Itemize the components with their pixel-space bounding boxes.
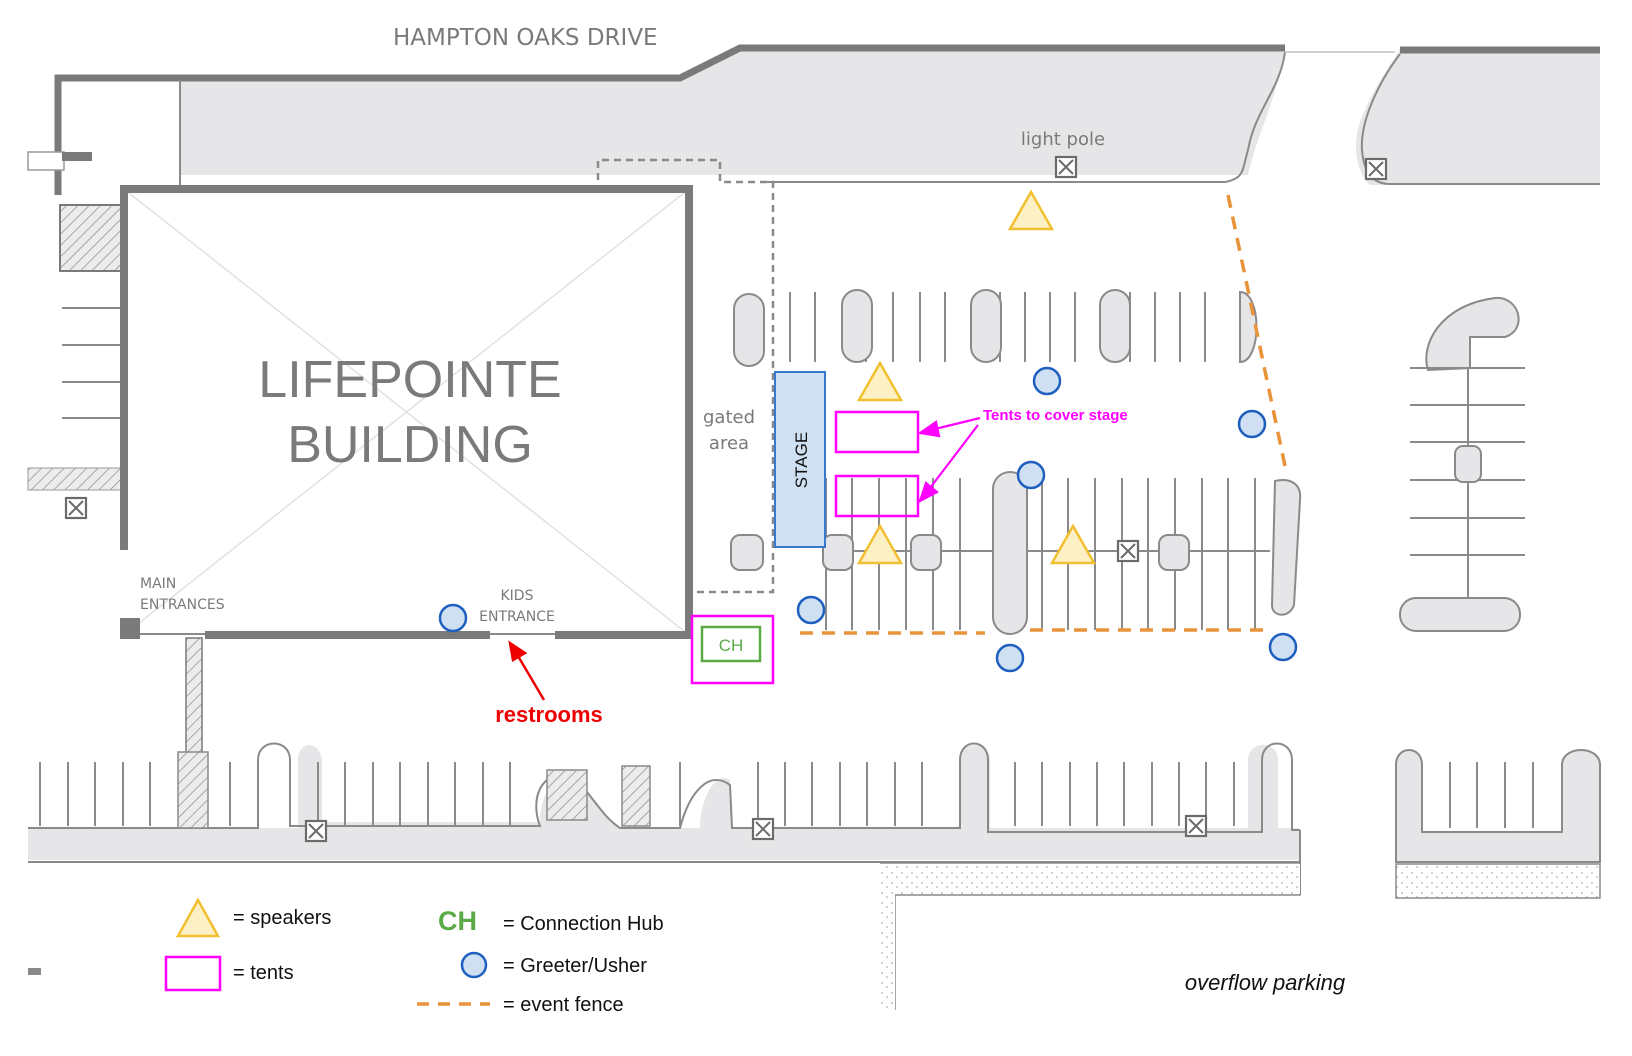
triangle-icon: [1049, 523, 1097, 565]
right-road-pavement: [1355, 48, 1600, 185]
legend-connection-hub: = Connection Hub: [503, 913, 664, 935]
building-label: LIFEPOINTE: [258, 351, 561, 409]
building-diagonal: [123, 188, 690, 636]
sidewalk: [880, 864, 1300, 894]
event-fence: [800, 194, 1287, 635]
legend: = speakers = tents CH = Connection Hub =…: [28, 897, 664, 1016]
light-pole-icon: [1116, 539, 1140, 563]
hampton-oaks-pavement: [58, 48, 1285, 175]
gated-area-label: gated: [703, 407, 755, 428]
tent: [834, 410, 920, 454]
connection-hub: [700, 625, 762, 663]
bottom-parking-lines: [39, 762, 1235, 826]
greeters: [438, 366, 1298, 673]
hatched-area-left-top: [59, 204, 125, 272]
entrance-post: [120, 618, 140, 638]
building-label: BUILDING: [287, 416, 533, 474]
tents-annotation: Tents to cover stage: [983, 407, 1128, 424]
right-parking: [1399, 296, 1525, 632]
sidewalk: [1395, 863, 1601, 899]
triangle-icon: [1007, 189, 1055, 231]
overflow-parking-label: overflow parking: [1185, 970, 1346, 995]
circle-icon: [995, 643, 1025, 673]
triangle-icon: [856, 360, 904, 402]
kids-entrance-label: ENTRANCE: [479, 609, 555, 625]
light-pole-icon: [1364, 157, 1388, 181]
hatched-area-left-mid: [27, 467, 125, 491]
legend-tent-swatch: [164, 955, 222, 992]
light-pole-icon: [304, 819, 328, 843]
circle-icon: [1268, 632, 1298, 662]
legend-stub: [28, 968, 41, 975]
light-pole-icon: [1054, 155, 1078, 179]
gated-area-label: area: [709, 433, 749, 454]
bottom-right-parking-lines: [1449, 762, 1534, 828]
circle-icon: [438, 603, 468, 633]
bottom-road-pavement: [28, 745, 1300, 860]
speakers: [856, 189, 1097, 565]
connection-hub-label: CH: [719, 636, 744, 655]
connection-hub-tent: [690, 614, 775, 685]
gated-area-boundary: [596, 158, 775, 594]
circle-icon: [460, 951, 488, 979]
left-edge-stub: [62, 152, 92, 161]
circle-icon: [1237, 409, 1267, 439]
street-label: HAMPTON OAKS DRIVE: [393, 25, 658, 51]
triangle-icon: [856, 523, 904, 565]
main-entrances-label: ENTRANCES: [140, 597, 225, 613]
circle-icon: [796, 595, 826, 625]
bottom-right-pavement: [1395, 749, 1601, 863]
tents-annotation-arrows: [917, 416, 981, 504]
light-pole-label: light pole: [1021, 129, 1105, 150]
light-pole-icon: [751, 817, 775, 841]
light-pole-icon: [1184, 814, 1208, 838]
kids-entrance-label: KIDS: [501, 588, 534, 604]
walkway: [185, 637, 203, 759]
legend-event-fence: = event fence: [503, 994, 624, 1016]
road-curb-right: [760, 51, 1286, 183]
hatched-area-bottom: [546, 769, 588, 821]
legend-speakers: = speakers: [233, 907, 331, 929]
circle-icon: [1016, 460, 1046, 490]
sidewalk: [880, 894, 895, 1010]
stage: [774, 371, 826, 548]
circle-icon: [1032, 366, 1062, 396]
right-road-curb: [1360, 53, 1600, 185]
main-entrances-label: MAIN: [140, 576, 176, 592]
parking-islands-lower: [730, 471, 1302, 635]
light-pole-icon: [64, 496, 88, 520]
legend-tents: = tents: [233, 962, 294, 984]
left-edge-structure: [27, 151, 65, 171]
parking-islands-upper: [733, 289, 1258, 367]
restrooms-label: restrooms: [495, 702, 603, 727]
tent: [834, 474, 920, 518]
bottom-road-curb: [28, 742, 1300, 833]
road-edge: [54, 44, 1285, 195]
stage-label: STAGE: [792, 432, 811, 488]
triangle-icon: [175, 897, 221, 938]
hatched-area-bottom: [621, 765, 651, 827]
hatched-area-bottom: [177, 751, 209, 829]
restrooms-arrow: [508, 640, 546, 701]
legend-ch-symbol: CH: [438, 906, 477, 936]
legend-greeter: = Greeter/Usher: [503, 955, 647, 977]
